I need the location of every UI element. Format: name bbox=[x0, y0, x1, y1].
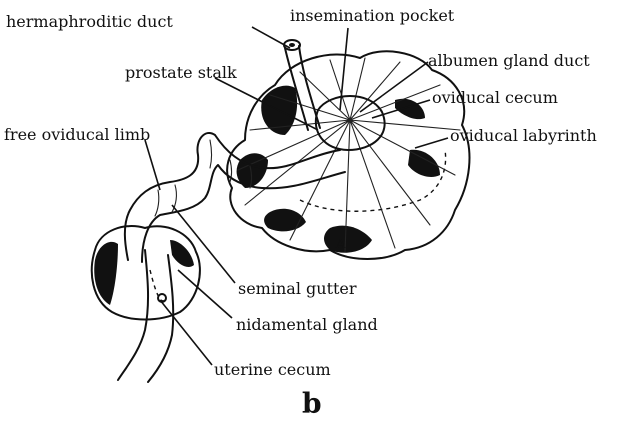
oviducal-labyrinth-drawing: A bbox=[227, 51, 469, 259]
uterine-cecum-drawing bbox=[118, 250, 173, 382]
label-seminal-gutter: seminal gutter bbox=[238, 279, 357, 298]
label-albumen-gland-duct: albumen gland duct bbox=[428, 51, 590, 70]
label-prostate-stalk: prostate stalk bbox=[125, 63, 237, 82]
label-nidamental-gland: nidamental gland bbox=[236, 315, 378, 334]
label-uterine-cecum: uterine cecum bbox=[214, 360, 331, 379]
label-free-oviducal-limb: free oviducal limb bbox=[4, 125, 150, 144]
free-oviducal-limb-drawing bbox=[125, 133, 345, 262]
label-insemination-pocket: insemination pocket bbox=[290, 6, 455, 25]
label-hermaphroditic-duct: hermaphroditic duct bbox=[6, 12, 173, 31]
panel-letter: b bbox=[302, 387, 322, 420]
label-oviducal-labyrinth: oviducal labyrinth bbox=[450, 126, 597, 145]
label-oviducal-cecum: oviducal cecum bbox=[432, 88, 558, 107]
inner-letter-a: A bbox=[335, 237, 346, 252]
nidamental-gland-drawing bbox=[92, 226, 200, 319]
